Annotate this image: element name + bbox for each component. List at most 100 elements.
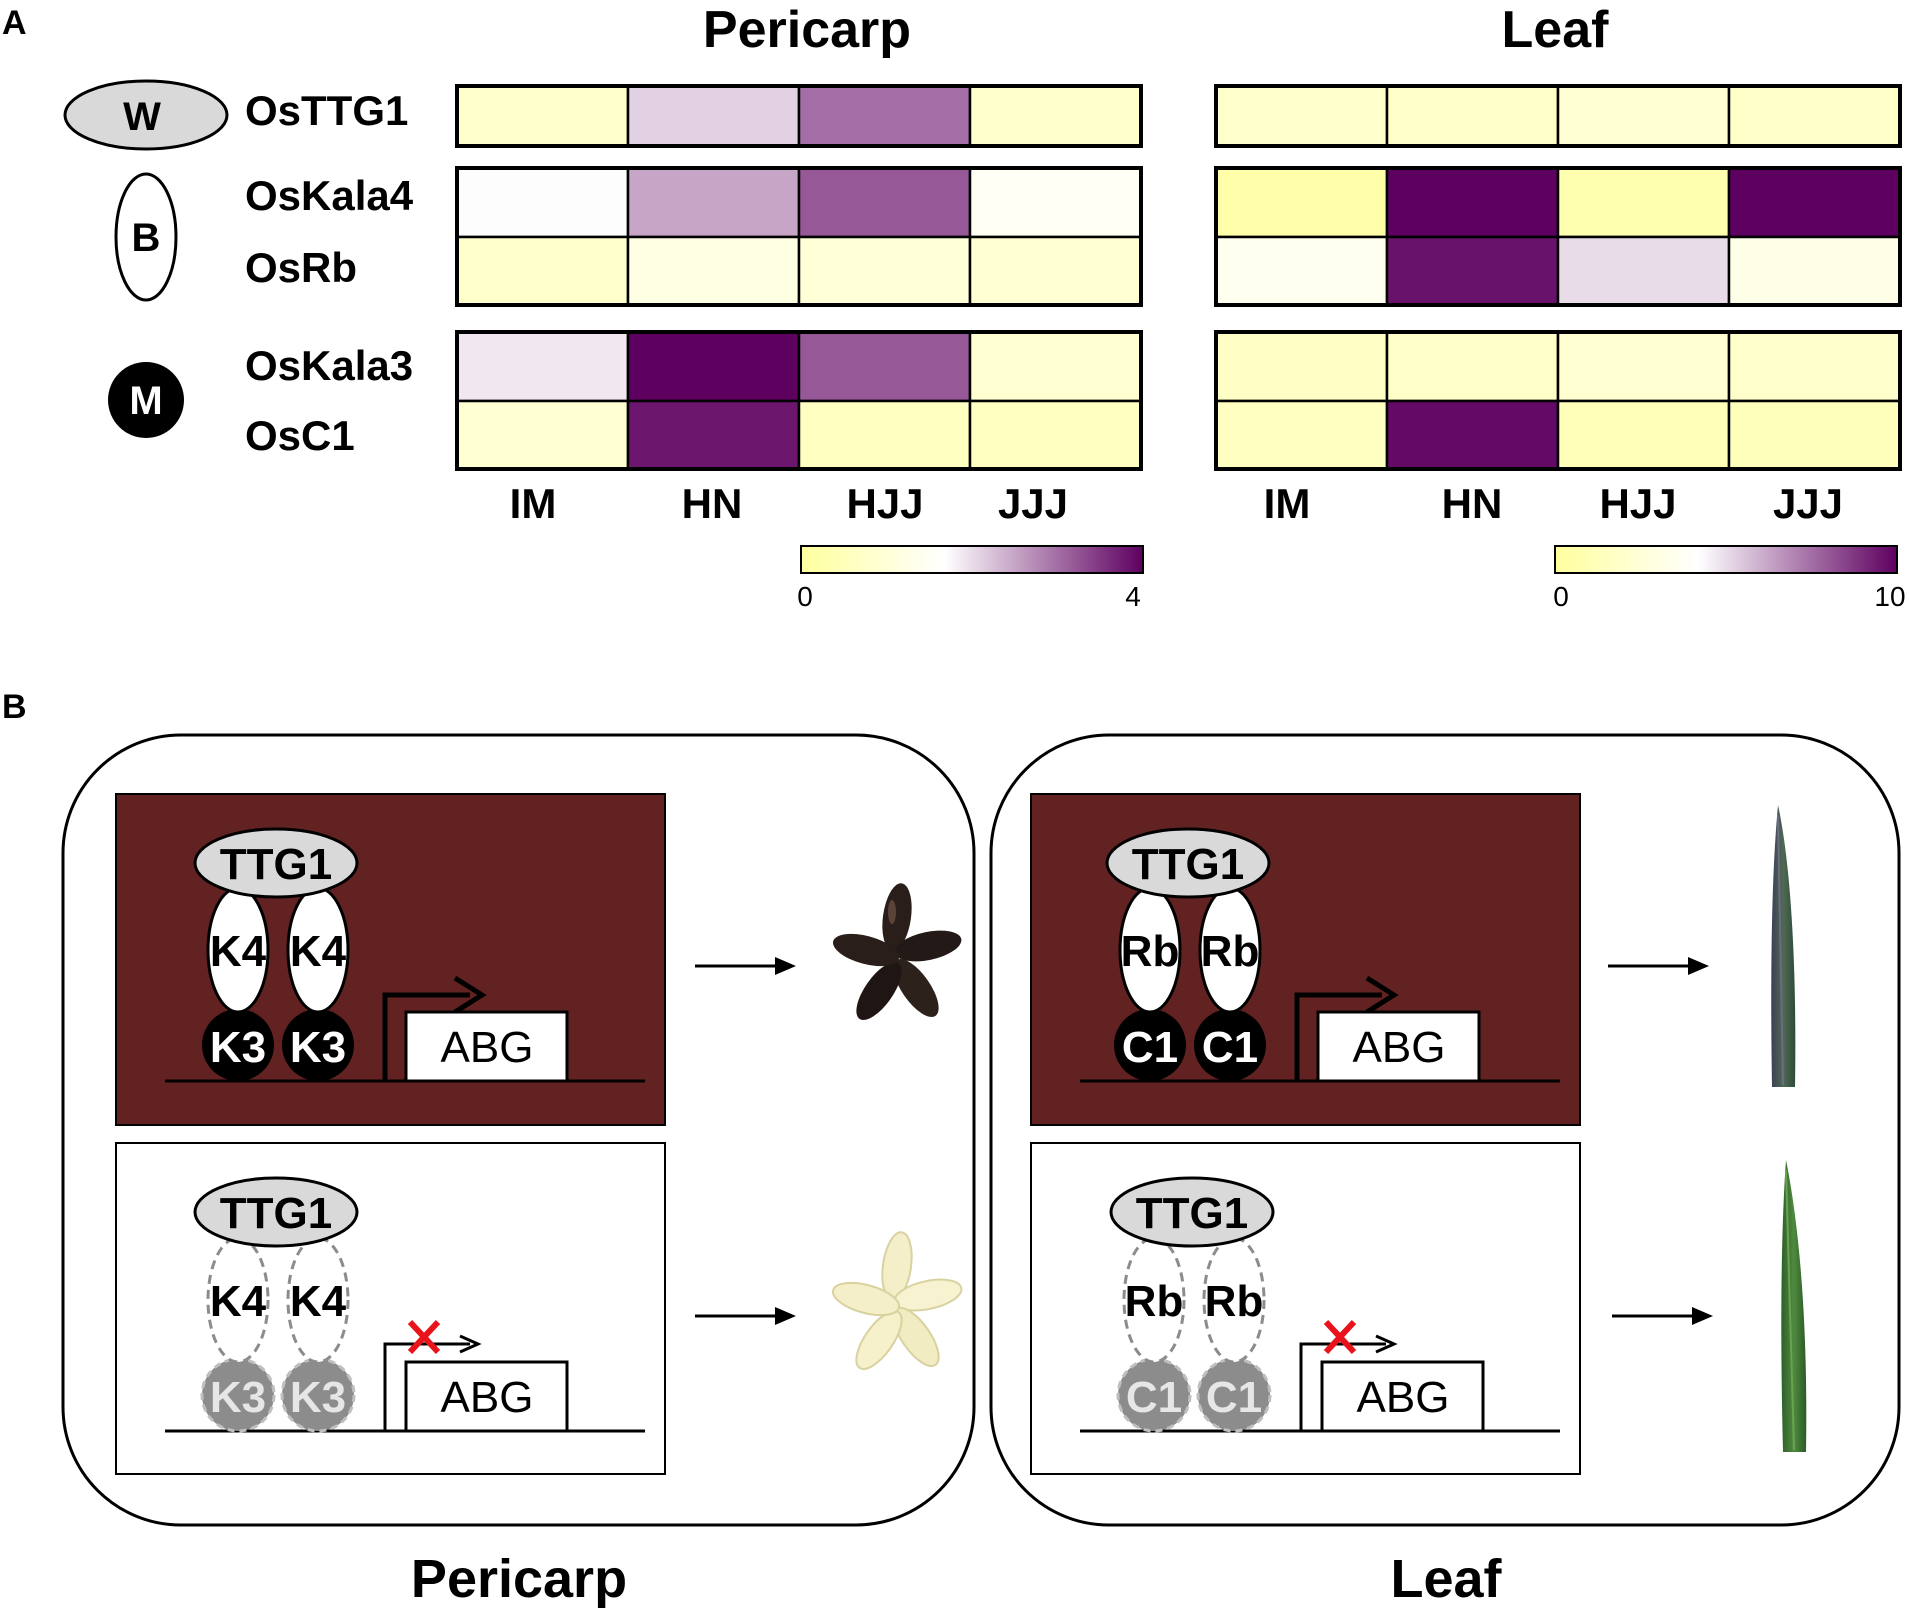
heatmap-cell-pericarp-oskala4-hn: [626, 166, 801, 239]
heatmap-cell-leaf-osttg1-hjj: [1556, 84, 1731, 148]
heatmap-cell-pericarp-osrb-jjj: [968, 235, 1143, 307]
heatmap-cell-leaf-oskala3-im: [1214, 330, 1389, 403]
heatmap-cell-pericarp-osc1-hjj: [797, 399, 972, 471]
heatmap-cell-leaf-osrb-jjj: [1727, 235, 1902, 307]
heatmap-cell-pericarp-oskala3-hn: [626, 330, 801, 403]
family-m-symbol: M: [108, 362, 184, 438]
colorbar-leaf: 0 10: [1553, 545, 1906, 612]
heatmap-cell-leaf-oskala3-jjj: [1727, 330, 1902, 403]
col-label-pericarp-jjj: JJJ: [998, 480, 1068, 527]
heatmap-title-pericarp: Pericarp: [703, 1, 911, 59]
colorbar-pericarp: 0 4: [797, 545, 1144, 612]
target-gene-label: ABG: [1353, 1023, 1446, 1072]
purple-leaf-image: [1771, 805, 1796, 1087]
heatmap-group-border-pericarp-2: [455, 330, 1143, 471]
wd40-ttg1: TTG1: [220, 1189, 332, 1238]
colorbar-pericarp-max: 4: [1125, 581, 1141, 612]
heatmap-cell-leaf-osc1-hjj: [1556, 399, 1731, 471]
heatmap-cell-pericarp-osc1-hn: [626, 399, 801, 471]
heatmap-cell-pericarp-oskala3-im: [455, 330, 630, 403]
family-b-label: B: [132, 216, 161, 260]
bhlh-k4-left: K4: [210, 1277, 267, 1326]
heatmap-cell-leaf-osrb-hjj: [1556, 235, 1731, 307]
target-gene-label: ABG: [441, 1023, 534, 1072]
myb-k3-left: K3: [210, 1373, 266, 1422]
myb-c1-right: C1: [1206, 1373, 1262, 1422]
heatmap-cell-pericarp-osttg1-jjj: [968, 84, 1143, 148]
leaf-active-model: ABG C1 C1 Rb Rb TTG1: [1030, 793, 1581, 1126]
heatmap-group-border-pericarp-0: [455, 84, 1143, 148]
heatmap-cell-pericarp-osttg1-hjj: [797, 84, 972, 148]
family-w-label: W: [123, 95, 161, 139]
gene-label-osrb: OsRb: [245, 244, 357, 291]
myb-c1-left: C1: [1122, 1023, 1178, 1072]
heatmap-cell-pericarp-osttg1-im: [455, 84, 630, 148]
myb-k3-right: K3: [290, 1023, 346, 1072]
bhlh-rb-left: Rb: [1121, 927, 1180, 976]
panel-a-letter: A: [2, 4, 27, 42]
bhlh-k4-left: K4: [210, 927, 267, 976]
heatmap-cell-leaf-osc1-hn: [1385, 399, 1560, 471]
colorbar-pericarp-min: 0: [797, 581, 813, 612]
section-caption-leaf: Leaf: [1390, 1549, 1502, 1609]
heatmap-cell-leaf-oskala4-im: [1214, 166, 1389, 239]
heatmap-cell-leaf-oskala3-hn: [1385, 330, 1560, 403]
wd40-ttg1: TTG1: [1136, 1189, 1248, 1238]
panel-b-letter: B: [2, 688, 27, 726]
pericarp-inactive-model: ABG K3 K3 K4 K4 TTG1: [115, 1142, 666, 1475]
bhlh-rb-right: Rb: [1201, 927, 1260, 976]
heatmap-cell-leaf-oskala4-hjj: [1556, 166, 1731, 239]
arrow-right-icon: [695, 957, 796, 975]
heatmap-cell-leaf-oskala4-hn: [1385, 166, 1560, 239]
heatmap-cell-leaf-osttg1-hn: [1385, 84, 1560, 148]
heatmap-cell-pericarp-oskala4-im: [455, 166, 630, 239]
gene-label-oskala3: OsKala3: [245, 342, 413, 389]
heatmap-cell-leaf-oskala4-jjj: [1727, 166, 1902, 239]
arrow-right-icon: [695, 1307, 796, 1325]
heatmap-cell-pericarp-osc1-jjj: [968, 399, 1143, 471]
heatmap-cell-leaf-osttg1-jjj: [1727, 84, 1902, 148]
repression-x-icon: [1323, 1319, 1357, 1355]
bhlh-rb-right: Rb: [1205, 1277, 1264, 1326]
gene-label-osc1: OsC1: [245, 412, 355, 459]
section-caption-pericarp: Pericarp: [411, 1549, 627, 1609]
heatmap-group-border-leaf-1: [1214, 166, 1902, 307]
myb-k3-left: K3: [210, 1023, 266, 1072]
heatmap-cell-pericarp-osrb-hjj: [797, 235, 972, 307]
gene-label-osttg1: OsTTG1: [245, 87, 408, 134]
heatmap-cell-leaf-osrb-hn: [1385, 235, 1560, 307]
pericarp-section-frame: [61, 733, 976, 1527]
heatmap-group-border-leaf-0: [1214, 84, 1902, 148]
heatmap-cell-pericarp-osc1-im: [455, 399, 630, 471]
heatmap-cell-leaf-osrb-im: [1214, 235, 1389, 307]
heatmap-group-border-leaf-2: [1214, 330, 1902, 471]
family-m-label: M: [129, 379, 162, 423]
heatmap-cell-pericarp-osrb-hn: [626, 235, 801, 307]
col-label-leaf-hn: HN: [1442, 480, 1503, 527]
col-label-leaf-im: IM: [1264, 480, 1311, 527]
heatmap-pericarp: [455, 84, 1143, 471]
heatmap-cell-leaf-osc1-im: [1214, 399, 1389, 471]
heatmap-cell-pericarp-osttg1-hn: [626, 84, 801, 148]
family-w-symbol: W: [63, 79, 229, 151]
bhlh-rb-left: Rb: [1125, 1277, 1184, 1326]
col-label-leaf-hjj: HJJ: [1599, 480, 1676, 527]
gene-label-oskala4: OsKala4: [245, 172, 414, 219]
colorbar-leaf-max: 10: [1874, 581, 1905, 612]
wd40-ttg1: TTG1: [220, 840, 332, 889]
colorbar-leaf-min: 0: [1553, 581, 1569, 612]
myb-k3-right: K3: [290, 1373, 346, 1422]
target-gene-label: ABG: [1357, 1373, 1450, 1422]
myb-c1-left: C1: [1126, 1373, 1182, 1422]
col-label-pericarp-hjj: HJJ: [846, 480, 923, 527]
repression-x-icon: [407, 1319, 441, 1355]
col-label-pericarp-hn: HN: [682, 480, 743, 527]
heatmap-cell-pericarp-oskala4-jjj: [968, 166, 1143, 239]
wd40-ttg1: TTG1: [1132, 840, 1244, 889]
heatmap-cell-pericarp-osrb-im: [455, 235, 630, 307]
green-leaf-image: [1781, 1160, 1807, 1452]
heatmap-cell-pericarp-oskala4-hjj: [797, 166, 972, 239]
arrow-right-icon: [1608, 957, 1709, 975]
heatmap-cell-leaf-osc1-jjj: [1727, 399, 1902, 471]
